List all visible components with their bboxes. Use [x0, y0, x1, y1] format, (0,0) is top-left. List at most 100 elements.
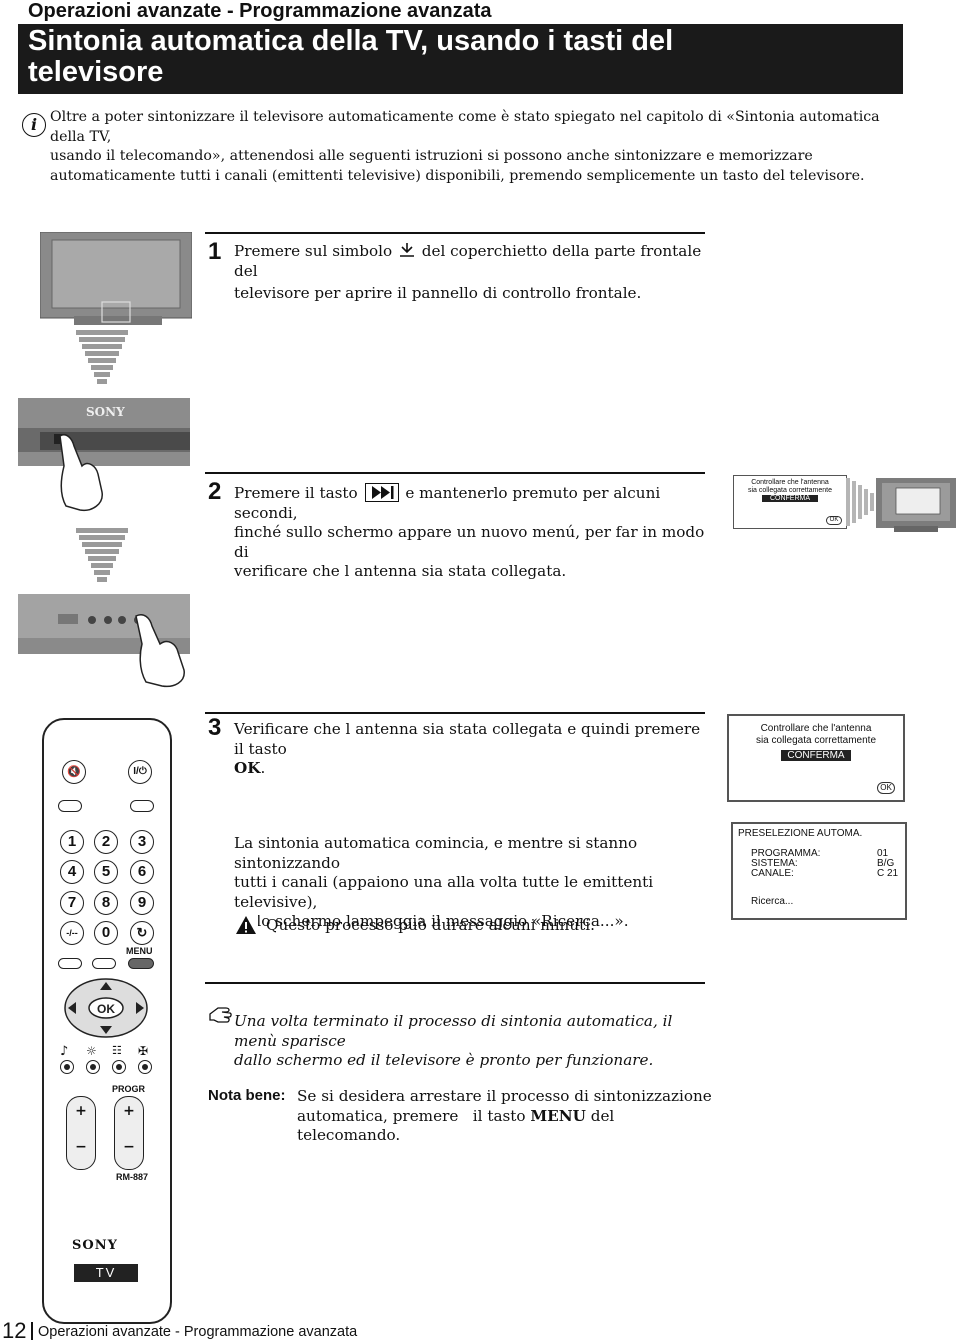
- digit-1-button[interactable]: 1: [60, 830, 84, 854]
- digit-7-button[interactable]: 7: [60, 891, 84, 915]
- osd-line: Controllare che l'antenna: [760, 723, 872, 734]
- intro-paragraph: Oltre a poter sintonizzare il televisore…: [50, 108, 910, 186]
- osd-preset-title: PRESELEZIONE AUTOMA.: [738, 828, 863, 839]
- step-1-line: televisore per aprire il pannello di con…: [234, 284, 642, 302]
- ok-key-label: OK: [234, 759, 261, 777]
- sleep-button[interactable]: [112, 1060, 126, 1074]
- page-number: 12: [2, 1318, 27, 1343]
- ok-icon: OK: [826, 516, 842, 525]
- osd-small-line: Controllare che l'antenna: [751, 479, 829, 486]
- osd-preset-row: CANALE:C 21: [751, 868, 899, 879]
- step-1-line: Premere sul simbolo: [234, 242, 393, 260]
- sound-icon: ♪: [60, 1044, 69, 1059]
- nota-line: Se si desidera arrestare il processo di …: [297, 1087, 712, 1105]
- title-bar: Sintonia automatica della TV, usando i t…: [18, 24, 903, 94]
- intro-line: Oltre a poter sintonizzare il televisore…: [50, 109, 880, 145]
- tv-small-illustration: [876, 478, 956, 533]
- step-2-text: Premere il tasto e mantenerlo premuto pe…: [234, 483, 714, 582]
- tv-badge: TV: [74, 1264, 138, 1282]
- sound-button[interactable]: [60, 1060, 74, 1074]
- digit-6-button[interactable]: 6: [130, 860, 154, 884]
- double-digit-button[interactable]: -/--: [60, 921, 84, 945]
- nota-bene-label: Nota bene:: [208, 1087, 286, 1104]
- footer-section: Operazioni avanzate - Programmazione ava…: [38, 1324, 358, 1340]
- note-line: Una volta terminato il processo di sinto…: [234, 1012, 673, 1050]
- step-2-line: finché sullo schermo appare un nuovo men…: [234, 523, 705, 561]
- autotune-line: sullo schermo lampeggia il messaggio «Ri…: [234, 912, 629, 930]
- hand-pointer-icon: [130, 612, 190, 692]
- osd-preset-row: SISTEMA:B/G: [751, 858, 895, 869]
- hand-note-icon: [208, 1004, 232, 1030]
- step-3-text: Verificare che l antenna sia stata colle…: [234, 720, 714, 779]
- note-line: dallo schermo ed il televisore è pronto …: [234, 1051, 654, 1069]
- step-number: 1: [208, 238, 222, 265]
- arrow-down-icon: [76, 330, 128, 402]
- page-title: Sintonia automatica della TV, usando i t…: [28, 26, 673, 88]
- digit-5-button[interactable]: 5: [94, 860, 118, 884]
- step-divider: [205, 712, 705, 714]
- intro-line: automaticamente tutti i canali (emittent…: [50, 167, 865, 184]
- menu-label: MENU: [126, 946, 153, 956]
- picture-button[interactable]: [86, 1060, 100, 1074]
- rotate-button[interactable]: [138, 1060, 152, 1074]
- note-divider: [205, 982, 705, 984]
- osd-line: sia collegata correttamente: [755, 735, 877, 746]
- input-button[interactable]: [130, 800, 154, 812]
- rotate-icon: ✠: [138, 1044, 149, 1058]
- teletext-button[interactable]: [58, 800, 82, 812]
- warning-text: Questo processo può durare alcuni minuti…: [266, 916, 595, 934]
- osd-small-confirm: CONFERMA: [761, 495, 819, 502]
- footer-divider: [31, 1322, 33, 1340]
- step-2-line: e mantenerlo premuto per alcuni secondi,: [234, 484, 661, 522]
- step-2-line: verificare che l antenna sia stata colle…: [234, 562, 567, 580]
- title-line-2: televisore: [28, 56, 164, 88]
- digit-0-button[interactable]: 0: [94, 921, 118, 945]
- remote-control: 🔇 I/⏻ 1 2 3 4 5 6 7 8 9 -/-- 0 ↻ MENU OK…: [42, 718, 172, 1324]
- picture-icon: ☼: [86, 1044, 97, 1058]
- step-2-line: Premere il tasto: [234, 484, 358, 502]
- step-1-line: del coperchietto della parte frontale de…: [234, 242, 702, 280]
- section-header: Operazioni avanzate - Programmazione ava…: [28, 0, 492, 22]
- osd-small-line: sia collegata correttamente: [747, 487, 833, 494]
- model-label: RM-887: [116, 1172, 149, 1182]
- osd-antenna-check-small: Controllare che l'antenna sia collegata …: [733, 475, 847, 529]
- tv-drawing: [39, 231, 193, 325]
- digit-2-button[interactable]: 2: [94, 830, 118, 854]
- arrow-down-icon: [76, 528, 128, 592]
- autotune-line: tutti i canali (appaiono una alla volta …: [234, 873, 654, 911]
- digit-9-button[interactable]: 9: [130, 891, 154, 915]
- info-icon: i: [22, 113, 46, 137]
- navigation-pad[interactable]: OK: [64, 978, 148, 1038]
- digit-3-button[interactable]: 3: [130, 830, 154, 854]
- step-number: 2: [208, 478, 222, 505]
- menu-button[interactable]: [128, 958, 154, 969]
- osd-auto-preset: PRESELEZIONE AUTOMA. PROGRAMMA:01 SISTEM…: [731, 822, 907, 920]
- jump-button[interactable]: ↻: [130, 921, 154, 945]
- display-button[interactable]: [58, 958, 82, 969]
- mute-icon[interactable]: 🔇: [62, 760, 86, 784]
- volume-rocker[interactable]: + −: [66, 1096, 96, 1170]
- step-3-line: .: [260, 759, 266, 777]
- menu-key-label: MENU: [530, 1106, 586, 1125]
- arrow-right-icon: [846, 478, 878, 530]
- sleep-icon: ☷: [112, 1044, 122, 1057]
- step-3-line: Verificare che l antenna sia stata colle…: [234, 720, 701, 758]
- digit-8-button[interactable]: 8: [94, 891, 118, 915]
- note-italic: Una volta terminato il processo di sinto…: [234, 1012, 714, 1071]
- step-divider: [205, 472, 705, 474]
- mode-button[interactable]: [92, 958, 116, 969]
- warning-icon: [234, 914, 258, 940]
- progr-label: PROGR: [112, 1084, 146, 1094]
- nota-line: automatica, premere il tasto: [297, 1106, 526, 1125]
- autotune-paragraph: La sintonia automatica comincia, e mentr…: [234, 834, 714, 932]
- title-line-1: Sintonia automatica della TV, usando i t…: [28, 25, 674, 57]
- tv-illustration: [39, 231, 193, 327]
- ok-icon: OK: [877, 782, 895, 794]
- power-button[interactable]: I/⏻: [128, 760, 152, 784]
- front-panel-illustration: SONY: [18, 398, 190, 468]
- eject-symbol-icon: [397, 242, 417, 258]
- digit-4-button[interactable]: 4: [60, 860, 84, 884]
- program-rocker[interactable]: + −: [114, 1096, 144, 1170]
- hand-pointer-icon: [52, 432, 106, 516]
- nota-bene-text: Se si desidera arrestare il processo di …: [297, 1087, 717, 1146]
